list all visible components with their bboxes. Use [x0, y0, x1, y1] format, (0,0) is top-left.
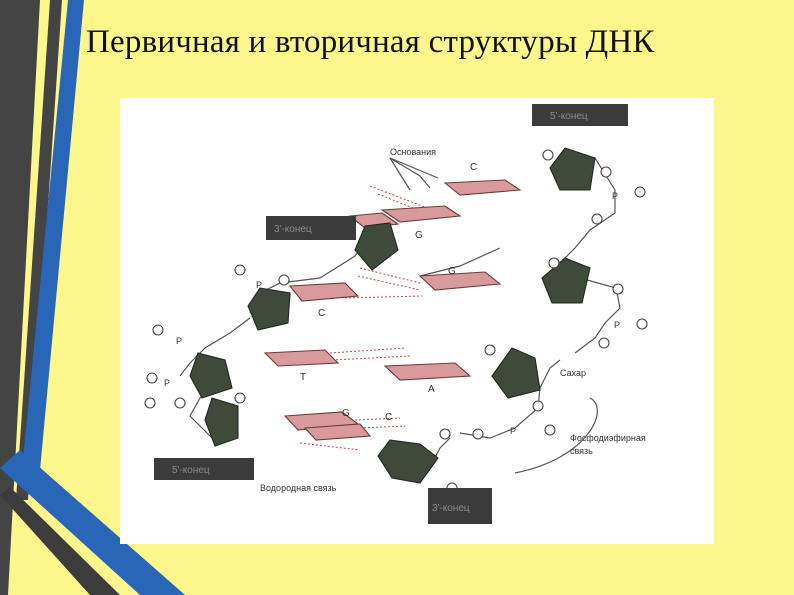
end-tag-5-bottom-text: 5'-конец: [172, 465, 210, 476]
end-tag-3-left: 3'-конец: [266, 216, 356, 240]
dna-structure-figure: P P P P P P C G G C T A G C Основания Са…: [120, 98, 714, 544]
dark-stripe-left: [0, 0, 40, 595]
atom-p-4: P: [176, 336, 182, 346]
sugar-right-low: [491, 347, 541, 399]
sugar-left-low: [189, 352, 233, 399]
base-letter-c-mid: C: [318, 308, 325, 319]
phosphorus-labels: P P P P P P: [164, 191, 620, 436]
base-letters: C G G C T A G C: [300, 162, 477, 423]
sugar-left-bottom: [204, 397, 239, 447]
base-g-top: [380, 205, 462, 223]
blue-stripe: [22, 0, 84, 470]
end-tag-5-top: 5'-конец: [532, 104, 628, 126]
base-letter-g-bot: G: [342, 408, 350, 419]
base-t: [263, 349, 340, 367]
base-a: [383, 362, 472, 381]
atom-p-3: P: [614, 320, 620, 330]
sugar-left-top: [354, 222, 399, 271]
base-c-top: [443, 179, 522, 196]
atom-p-6: P: [510, 426, 516, 436]
base-letter-c-top: C: [470, 162, 477, 173]
end-tag-5-top-text: 5'-конец: [550, 111, 588, 122]
bases: [263, 179, 522, 441]
base-pair-bot: [303, 423, 372, 441]
sugar-left-mid: [247, 287, 291, 331]
label-phosphodiester-line2: связь: [570, 446, 593, 456]
atom-p-1: P: [612, 191, 618, 201]
base-letter-t: T: [300, 372, 306, 383]
sugars: [189, 147, 596, 484]
end-tag-3-left-text: 3'-конец: [274, 224, 312, 235]
atom-p-5: P: [164, 378, 170, 388]
label-sugar: Сахар: [560, 368, 586, 378]
blue-diagonal: [0, 450, 185, 595]
base-letter-a: A: [428, 384, 435, 395]
base-c-mid: [288, 282, 360, 302]
base-letter-g-mid: G: [448, 266, 456, 277]
dark-stripe-thin: [16, 0, 62, 500]
label-phosphodiester-line1: Фосфодиэфирная: [570, 433, 646, 443]
end-tag-3-bottom: 3'-конец: [428, 488, 492, 524]
sugar-top-right: [549, 147, 596, 191]
end-tag-3-bottom-text: 3'-конец: [432, 503, 470, 514]
slide-title: Первичная и вторичная структуры ДНК: [86, 24, 655, 60]
base-g-mid: [418, 271, 502, 291]
sugar-bottom: [377, 439, 439, 484]
atom-p-2: P: [256, 280, 262, 290]
dark-diagonal: [0, 487, 120, 595]
label-bases: Основания: [390, 147, 436, 157]
hydrogen-bonds: [299, 185, 441, 451]
label-hydrogen-bond: Водородная связь: [260, 483, 337, 493]
base-letter-c-bot: C: [385, 412, 392, 423]
end-tag-5-bottom: 5'-конец: [154, 458, 254, 480]
sugar-right-mid: [541, 257, 591, 304]
base-letter-g-top: G: [415, 230, 423, 241]
dna-diagram: P P P P P P C G G C T A G C Основания Са…: [144, 104, 648, 524]
